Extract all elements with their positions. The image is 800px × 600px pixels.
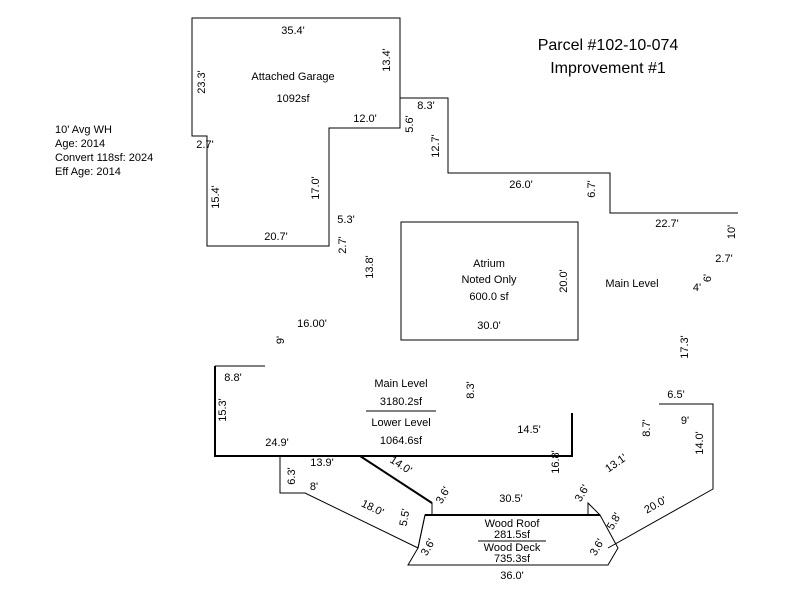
wood-roof-area: 281.5sf <box>494 529 531 541</box>
dim-label: 23.3' <box>196 70 208 94</box>
dim-label: 22.7' <box>655 218 679 230</box>
lower-level-area: 1064.6sf <box>380 435 423 447</box>
dim-label: 14.5' <box>517 424 541 436</box>
dim-label: 9' <box>275 336 287 344</box>
atrium-area: 600.0 sf <box>469 291 509 303</box>
atrium-line1: Atrium <box>473 258 505 270</box>
dim-label: 3.6' <box>573 483 592 504</box>
main-level-area: 3180.2sf <box>380 396 423 408</box>
dim-label: 26.0' <box>509 179 533 191</box>
atrium-outline <box>400 221 579 341</box>
note-age: Age: 2014 <box>55 138 105 150</box>
dim-label: 30.0' <box>477 320 501 332</box>
atrium-line2: Noted Only <box>461 274 517 286</box>
dim-label: 20.0' <box>642 494 668 516</box>
dim-label: 13.4' <box>381 48 393 72</box>
dim-label: 6.5' <box>667 389 684 401</box>
dim-label: 15.4' <box>210 185 222 209</box>
dim-label: 13.9' <box>310 457 334 469</box>
dim-label: 9' <box>681 415 689 427</box>
dim-label: 13.8' <box>364 255 376 279</box>
dim-label: 3.6' <box>419 537 438 558</box>
dim-label: 18.0' <box>359 498 385 519</box>
main-level-area-label: Main Level <box>605 278 658 290</box>
dim-label: 4' <box>693 282 701 294</box>
improvement-title: Improvement #1 <box>550 60 666 77</box>
dim-label: 17.3' <box>679 335 691 359</box>
dim-label: 17.0' <box>310 176 322 200</box>
dim-label: 13.1' <box>603 452 629 475</box>
dim-label: 16.00' <box>297 318 327 330</box>
dim-label: 6.7' <box>586 180 598 197</box>
parcel-title: Parcel #102-10-074 <box>538 37 679 54</box>
note-eff-age: Eff Age: 2014 <box>55 166 121 178</box>
dim-label: 2.7' <box>337 236 349 253</box>
garage-name: Attached Garage <box>251 71 334 83</box>
dim-label: 12.7' <box>430 134 442 158</box>
dim-label: 8.8' <box>224 372 241 384</box>
dim-label: 20.7' <box>264 231 288 243</box>
note-convert: Convert 118sf: 2024 <box>55 152 153 164</box>
right-wing-outline <box>607 403 714 549</box>
dim-label: 3.6' <box>588 537 607 558</box>
dim-label: 8' <box>310 481 318 493</box>
garage-outline <box>191 17 401 247</box>
dim-label: 24.9' <box>265 437 289 449</box>
dim-label: 16.8' <box>550 450 562 474</box>
dim-label: 6' <box>702 274 714 282</box>
garage-area: 1092sf <box>276 93 310 105</box>
dim-label: 15.3' <box>217 398 229 422</box>
dim-label: 5.3' <box>337 214 354 226</box>
dim-label: 36.0' <box>500 570 524 582</box>
lower-level-line <box>359 455 433 504</box>
main-level-label: Main Level <box>374 378 427 390</box>
dim-label: 30.5' <box>499 493 523 505</box>
lower-level-label: Lower Level <box>371 417 430 429</box>
dim-label: 35.4' <box>281 25 305 37</box>
note-wall-height: 10' Avg WH <box>55 124 112 136</box>
dim-label: 6.3' <box>286 467 298 484</box>
dim-label: 5.5' <box>398 508 413 527</box>
dim-label: 12.0' <box>353 113 377 125</box>
wood-roof-label: Wood Roof <box>485 518 541 530</box>
wood-deck-area: 735.3sf <box>494 553 531 565</box>
wood-deck-label: Wood Deck <box>484 542 541 554</box>
dim-label: 10' <box>726 225 738 239</box>
dim-label: 8.3' <box>417 100 434 112</box>
dim-label: 8.7' <box>641 419 653 436</box>
dim-label: 14.0' <box>694 431 706 455</box>
dim-label: 2.7' <box>715 253 732 265</box>
foundation-outline <box>214 366 573 457</box>
dim-label: 8.3' <box>465 381 477 398</box>
main-level-outline <box>400 97 738 214</box>
dim-label: 5.6' <box>404 115 416 132</box>
dim-label: 14.0' <box>388 454 414 477</box>
dim-label: 20.0' <box>558 269 570 293</box>
dim-label: 2.7' <box>196 139 213 151</box>
dim-label: 3.6' <box>434 485 453 506</box>
right-deck-outline <box>587 501 601 516</box>
